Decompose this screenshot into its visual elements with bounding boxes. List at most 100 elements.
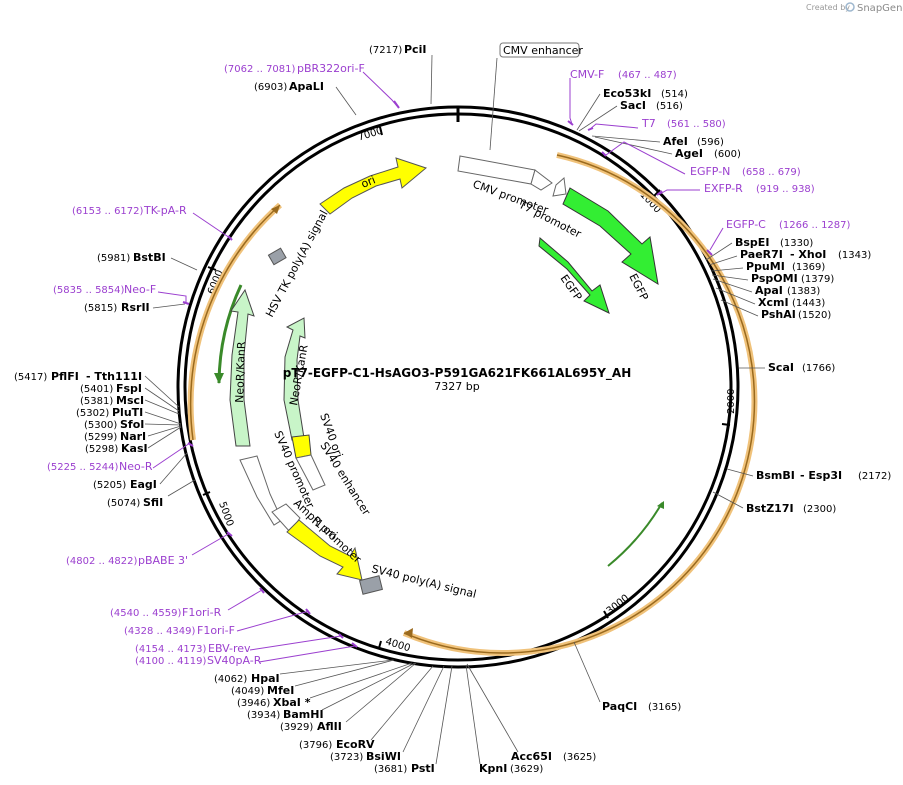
site-kasi-name: KasI: [121, 442, 148, 455]
orf-main-line: [403, 154, 756, 654]
primer-mark-t7: [587, 127, 594, 131]
site-pspomi-pos: (1379): [801, 274, 834, 285]
cmv-enhancer-label: CMV enhancer: [503, 44, 583, 57]
site-pflfi-pos: (5417): [14, 372, 47, 383]
site-scai-name: ScaI: [768, 361, 794, 374]
primer-f1ori-r-range: (4540 .. 4559): [110, 608, 182, 619]
site-ppumi-pos: (1369): [792, 262, 825, 273]
leader-pspomi: [711, 274, 749, 281]
site-ecorv-pos: (3796): [299, 740, 332, 751]
ori-arrow: [319, 157, 428, 215]
site-eco53ki-name: Eco53kI: [603, 87, 651, 100]
primer-f1ori-r-name: F1ori-R: [182, 606, 222, 619]
site-pflfi-name: PflFI: [51, 370, 79, 383]
leader-msci: [144, 399, 180, 415]
primer-mark-pbr322ori-f: [393, 100, 400, 109]
primer-tk-pa-r-name: TK-pA-R: [143, 204, 187, 217]
leader-bsiwi: [402, 665, 445, 753]
primer-pbabe3-range: (4802 .. 4822): [66, 556, 138, 567]
primer-pbabe3-name: pBABE 3': [138, 554, 188, 567]
primer-leader-t7: [588, 123, 639, 131]
site-paqci-name: PaqCI: [602, 700, 637, 713]
primer-leader-pbabe3: [191, 532, 231, 556]
leader-rsrii: [152, 303, 186, 309]
leader-hpai: [279, 659, 394, 675]
leader-paer7i: [708, 255, 738, 266]
leader-bsmbi: [726, 468, 754, 477]
egfp-inner-arrow: [538, 237, 610, 314]
site-bsiwi-name: BsiWI: [366, 750, 401, 763]
site-sfoi-pos: (5300): [84, 420, 117, 431]
cmv-enhancer-arrow: [457, 155, 536, 185]
leader-bspei: [705, 242, 733, 261]
hsv-tk-polya-box: [267, 247, 287, 266]
tick-label-5000: 5000: [216, 500, 235, 528]
leader-eagi: [159, 452, 188, 485]
snapgene-brand: Created by SnapGene: [806, 2, 903, 14]
site-pcii-name: PciI: [404, 43, 426, 56]
primer-leader-sv40pa-r: [258, 645, 356, 663]
plasmid-length: 7327 bp: [434, 380, 479, 393]
primer-mark-sv40pa-r: [351, 642, 358, 648]
neo-outer-arrow: [229, 288, 255, 447]
site-tth111i-name: - Tth111I: [86, 370, 142, 383]
site-xbai-pos: (3946): [237, 698, 270, 709]
site-pluti-pos: (5302): [76, 408, 109, 419]
primer-tk-pa-r-range: (6153 .. 6172): [72, 206, 144, 217]
tick-1000: [653, 189, 661, 197]
site-psti-name: PstI: [411, 762, 435, 775]
site-bspei-name: BspEI: [735, 236, 769, 249]
site-aflii-pos: (3929): [280, 722, 313, 733]
primer-sv40pa-r-name: SV40pA-R: [207, 654, 262, 667]
primer-mark-egfp-c: [706, 249, 713, 256]
orf-3000-arrowhead: [657, 501, 664, 509]
site-hpai-pos: (4062): [214, 674, 247, 685]
t7-promoter-arrow: [552, 177, 567, 197]
site-afei-name: AfeI: [663, 135, 688, 148]
leader-ecorv: [370, 665, 434, 741]
tick-3000: [603, 610, 609, 619]
site-eagi-name: EagI: [130, 478, 157, 491]
site-ecorv-name: EcoRV: [336, 738, 375, 751]
sv40-polya-box: [358, 575, 384, 595]
site-kasi-pos: (5298): [85, 444, 118, 455]
site-msci-name: MscI: [116, 394, 144, 407]
site-psti-pos: (3681): [374, 764, 407, 775]
leader-xbai: [309, 662, 413, 699]
primer-leader-tk-pa-r: [192, 212, 231, 239]
sv40-polya-label: SV40 poly(A) signal: [370, 562, 477, 601]
site-hpai-name: HpaI: [251, 672, 280, 685]
orf-left-line: [189, 204, 281, 441]
orfs: [187, 152, 758, 656]
ampr-promoter-arrow: [271, 503, 301, 533]
site-kpni-name: KpnI: [479, 762, 507, 775]
snapgene-logo-icon: [845, 2, 855, 12]
site-bstbi-name: BstBI: [133, 251, 166, 264]
primer-egfp-n-name: EGFP-N: [690, 165, 730, 178]
primer-leader-cmv-f: [569, 78, 573, 125]
leader-aflii: [345, 662, 417, 723]
site-aflii-name: AflII: [317, 720, 342, 733]
site-esp3i-pos: (2172): [858, 471, 891, 482]
f1-ori-arrow: [286, 519, 363, 581]
leader-pluti: [144, 411, 182, 425]
primer-mark-f1ori-f: [305, 608, 311, 615]
sv40-enhancer-arrow: [295, 454, 326, 491]
tick-4000: [378, 640, 382, 649]
site-bamhi-name: BamHI: [283, 708, 324, 721]
features: [229, 155, 659, 595]
site-acc65i-pos: (3625): [563, 752, 596, 763]
primer-leader-f1ori-r: [227, 589, 263, 611]
site-nari-name: NarI: [120, 430, 146, 443]
primer-leader-ebv-rev: [249, 635, 342, 651]
primer-mark-neo-f: [182, 301, 190, 305]
orf-neo-arrowhead: [214, 373, 224, 384]
leader-apali: [335, 86, 357, 116]
tick-label-2000: 2000: [726, 389, 737, 414]
leader-sfoi: [144, 423, 182, 426]
site-pshai-name: PshAI: [761, 308, 796, 321]
primer-exfp-r-range: (919 .. 938): [756, 184, 815, 195]
plasmid-title: pT7-EGFP-C1-HsAGO3-P591GA621FK661AL695Y_…: [283, 366, 631, 393]
site-acc65i-name: Acc65I: [511, 750, 552, 763]
leader-xcmi: [715, 287, 756, 305]
